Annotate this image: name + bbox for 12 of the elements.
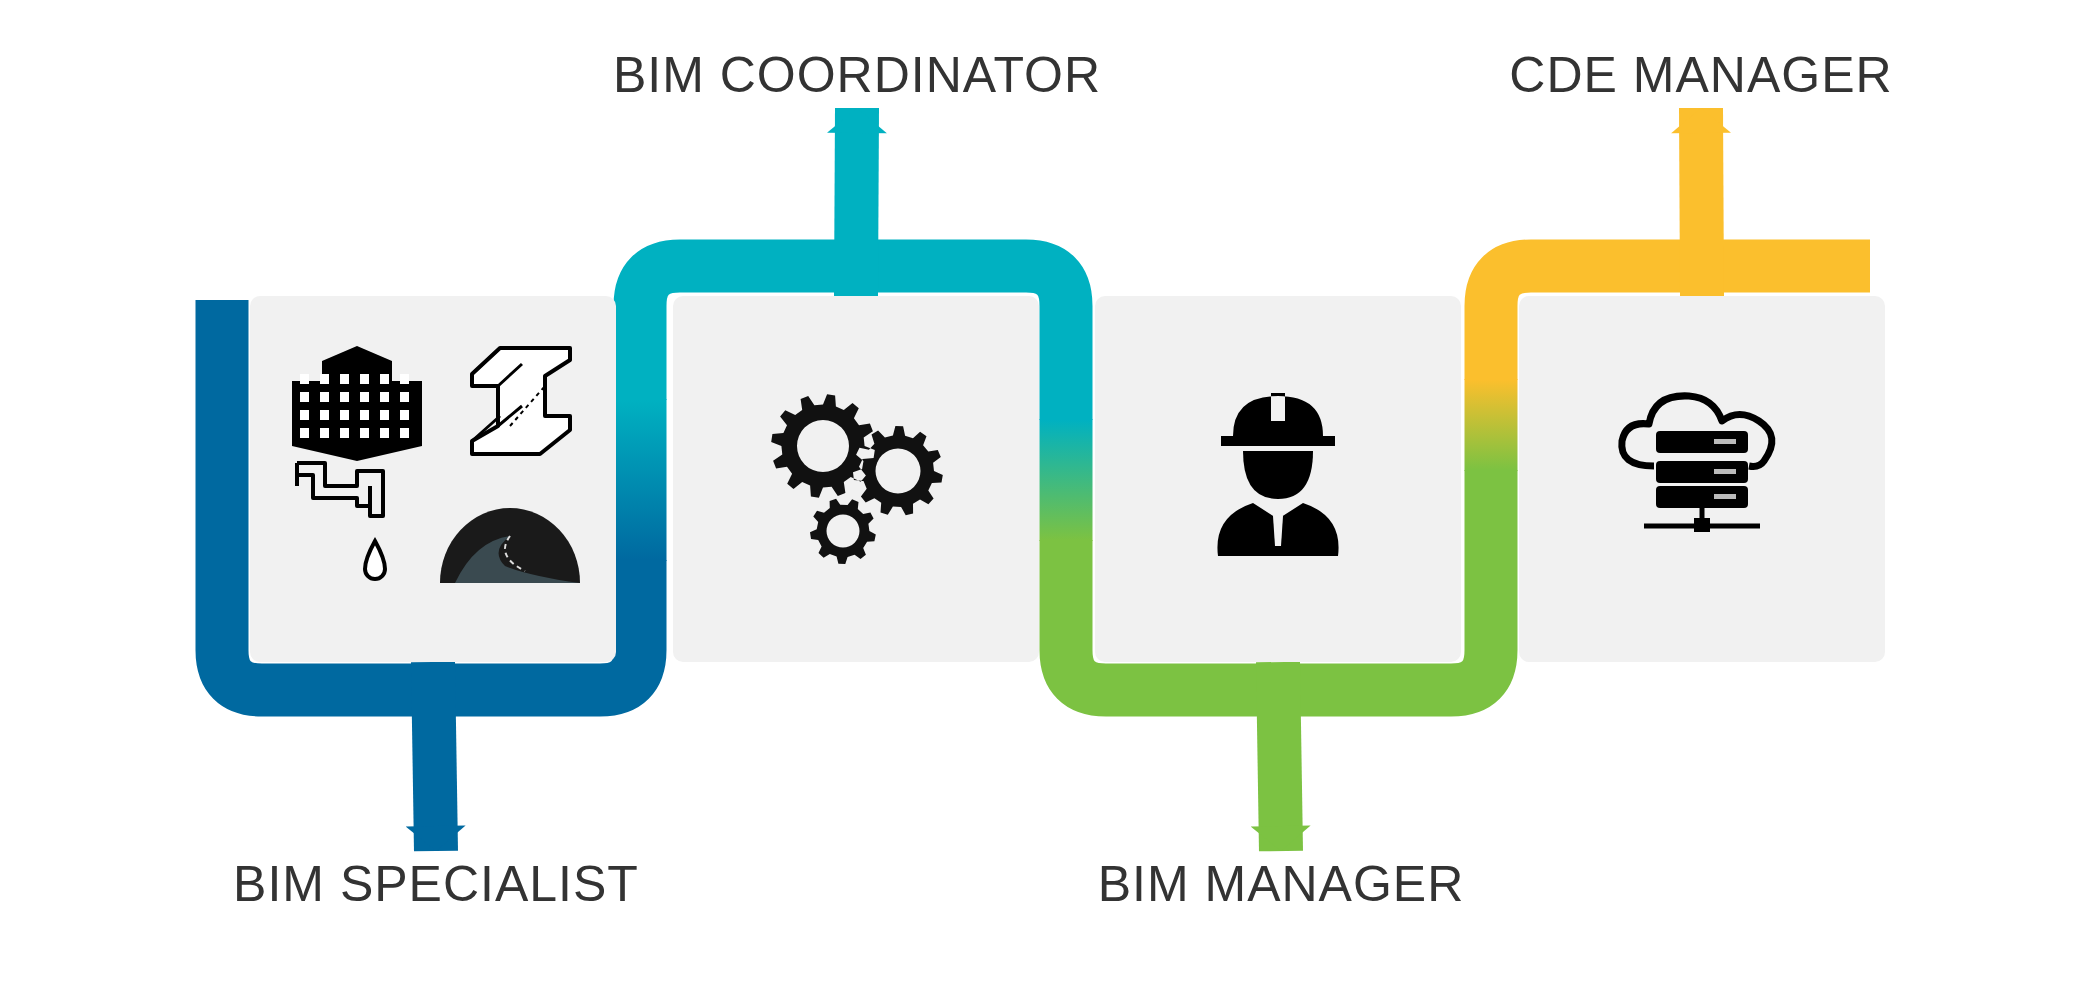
role-label: BIM COORDINATOR bbox=[612, 46, 1102, 104]
arrow bbox=[826, 107, 887, 297]
role-label: BIM MANAGER bbox=[1097, 855, 1465, 913]
arrow bbox=[405, 661, 466, 852]
icon-panel bbox=[673, 296, 1039, 662]
icon-panel bbox=[1095, 296, 1461, 662]
icon-panel bbox=[250, 296, 616, 662]
role-label: BIM SPECIALIST bbox=[233, 855, 639, 913]
arrow bbox=[1250, 661, 1311, 852]
icon-panel bbox=[1519, 296, 1885, 662]
role-label: CDE MANAGER bbox=[1509, 46, 1893, 104]
arrow bbox=[1671, 107, 1732, 297]
